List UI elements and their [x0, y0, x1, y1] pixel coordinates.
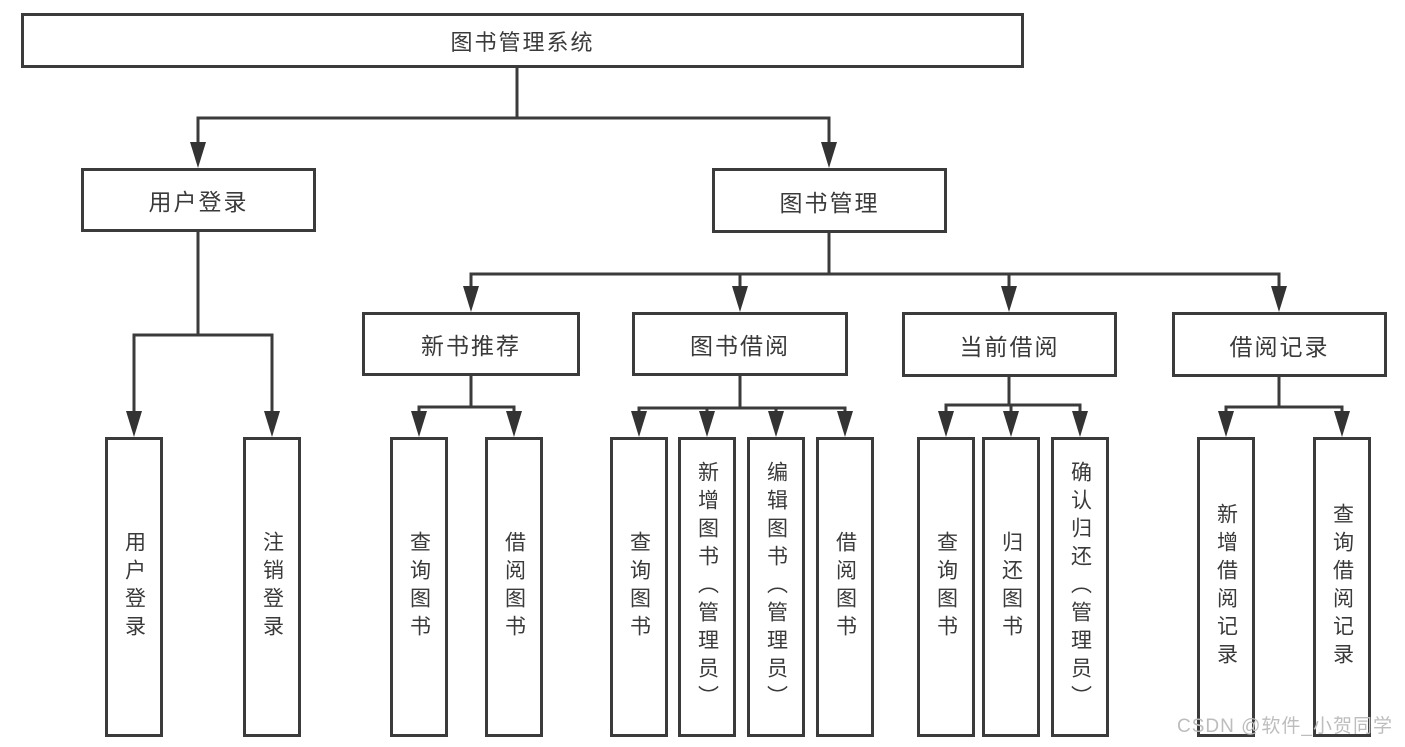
- leaf-label: 查询借阅记录: [1330, 503, 1354, 671]
- leaf-logout: 注销登录: [243, 437, 301, 737]
- node-label: 新书推荐: [421, 333, 521, 359]
- node-user-login: 用户登录: [81, 168, 316, 232]
- leaf-label: 编辑图书（管理员）: [764, 461, 788, 713]
- node-book-management: 图书管理: [712, 168, 947, 233]
- leaf-label: 新增图书（管理员）: [695, 461, 719, 713]
- leaf-borrow-books-recommend: 借阅图书: [485, 437, 543, 737]
- leaf-label: 用户登录: [122, 531, 146, 643]
- leaf-query-books-recommend: 查询图书: [390, 437, 448, 737]
- leaf-label: 注销登录: [260, 531, 284, 643]
- leaf-label: 查询图书: [627, 531, 651, 643]
- leaf-confirm-return-admin: 确认归还（管理员）: [1051, 437, 1109, 737]
- node-label: 图书借阅: [690, 333, 790, 359]
- node-borrowing-records: 借阅记录: [1172, 312, 1387, 377]
- node-label: 图书管理: [779, 189, 880, 216]
- node-book-borrowing: 图书借阅: [632, 312, 848, 376]
- watermark: CSDN @软件_小贺同学: [1177, 716, 1393, 737]
- leaf-label: 查询图书: [934, 531, 958, 643]
- leaf-label: 借阅图书: [833, 531, 857, 643]
- leaf-query-borrow-record: 查询借阅记录: [1313, 437, 1371, 737]
- leaf-edit-books-admin: 编辑图书（管理员）: [747, 437, 805, 737]
- leaf-query-books-borrowing: 查询图书: [610, 437, 668, 737]
- leaf-label: 查询图书: [407, 531, 431, 643]
- node-current-borrowing: 当前借阅: [902, 312, 1117, 377]
- node-root-label: 图书管理系统: [450, 29, 595, 55]
- leaf-label: 归还图书: [999, 531, 1023, 643]
- node-new-book-recommend: 新书推荐: [362, 312, 580, 376]
- leaf-label: 确认归还（管理员）: [1068, 461, 1092, 713]
- leaf-user-login: 用户登录: [105, 437, 163, 737]
- node-label: 用户登录: [148, 189, 249, 215]
- leaf-label: 借阅图书: [502, 531, 526, 643]
- leaf-add-books-admin: 新增图书（管理员）: [678, 437, 736, 737]
- node-label: 当前借阅: [959, 333, 1060, 360]
- node-label: 借阅记录: [1229, 333, 1330, 360]
- leaf-query-books-current: 查询图书: [917, 437, 975, 737]
- leaf-return-books: 归还图书: [982, 437, 1040, 737]
- leaf-add-borrow-record: 新增借阅记录: [1197, 437, 1255, 737]
- leaf-borrow-books: 借阅图书: [816, 437, 874, 737]
- leaf-label: 新增借阅记录: [1214, 503, 1238, 671]
- node-root: 图书管理系统: [21, 13, 1024, 68]
